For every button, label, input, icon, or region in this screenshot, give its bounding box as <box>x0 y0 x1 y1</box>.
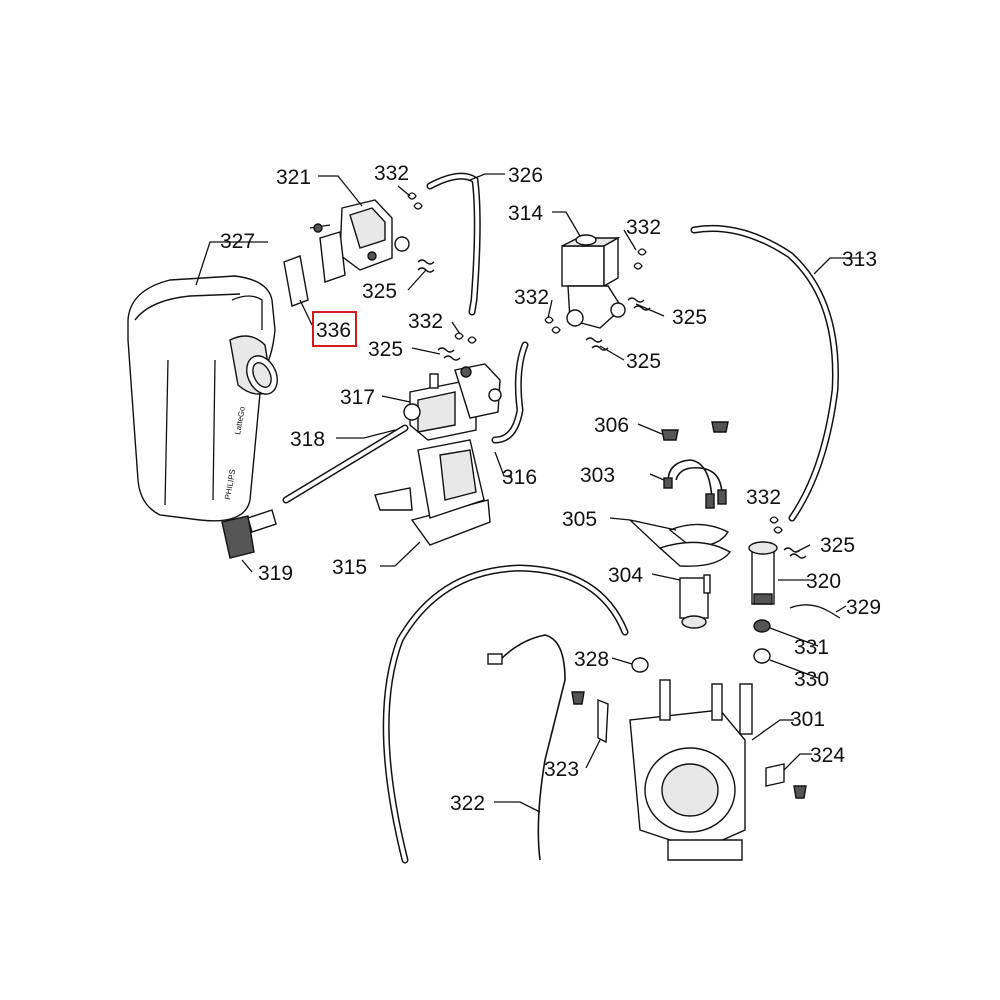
ring-330 <box>753 648 771 664</box>
label-329: 329 <box>846 596 881 619</box>
screw-324 <box>765 763 807 799</box>
boiler-301 <box>629 679 753 861</box>
clip-332-e <box>769 516 783 534</box>
label-336: 336 <box>316 319 351 342</box>
spring-325-e <box>783 547 807 559</box>
thermostat-304 <box>679 574 711 629</box>
label-321: 321 <box>276 166 311 189</box>
tube-326 <box>426 172 481 316</box>
label-332-d: 332 <box>514 286 549 309</box>
label-332-c: 332 <box>408 310 443 333</box>
label-301: 301 <box>790 708 825 731</box>
milk-jug-327: PHILIPS LatteGo <box>127 275 278 522</box>
label-315: 315 <box>332 556 367 579</box>
valve-314 <box>561 234 626 329</box>
wire-harness-303 <box>663 459 727 509</box>
label-332-e: 332 <box>746 486 781 509</box>
label-332-a: 332 <box>374 162 409 185</box>
label-305: 305 <box>562 508 597 531</box>
label-325-c: 325 <box>672 306 707 329</box>
tube-313 <box>690 224 839 522</box>
label-304: 304 <box>608 564 643 587</box>
label-320: 320 <box>806 570 841 593</box>
spring-325-b <box>437 347 461 361</box>
label-325-b: 325 <box>368 338 403 361</box>
label-332-b: 332 <box>626 216 661 239</box>
rod-318 <box>282 424 409 504</box>
ring-328 <box>631 657 649 673</box>
label-327: 327 <box>220 230 255 253</box>
clip-332-a <box>407 192 423 210</box>
clip-329 <box>789 604 841 619</box>
label-303: 303 <box>580 464 615 487</box>
label-306: 306 <box>594 414 629 437</box>
label-326: 326 <box>508 164 543 187</box>
cable-322 <box>382 564 629 864</box>
label-325-d: 325 <box>626 350 661 373</box>
label-324: 324 <box>810 744 845 767</box>
label-325-a: 325 <box>362 280 397 303</box>
ring-331 <box>753 619 771 633</box>
label-330: 330 <box>794 668 829 691</box>
label-317: 317 <box>340 386 375 409</box>
valve-317 <box>403 363 502 441</box>
label-328: 328 <box>574 648 609 671</box>
label-316: 316 <box>502 466 537 489</box>
bracket-315 <box>374 439 491 546</box>
label-318: 318 <box>290 428 325 451</box>
holder-321 <box>309 199 410 283</box>
label-314: 314 <box>508 202 543 225</box>
clip-332-b <box>633 248 647 270</box>
gasket-305 <box>658 523 732 567</box>
label-325-e: 325 <box>820 534 855 557</box>
label-322: 322 <box>450 792 485 815</box>
terminal-323 <box>571 691 609 744</box>
clip-332-d <box>544 316 561 334</box>
label-331: 331 <box>794 636 829 659</box>
screws-306 <box>661 421 729 441</box>
valve-stem-320 <box>748 541 778 605</box>
connector-319 <box>221 509 277 559</box>
leader-lines <box>195 173 864 813</box>
clip-332-c <box>454 332 477 344</box>
label-313: 313 <box>842 248 877 271</box>
label-323: 323 <box>544 758 579 781</box>
sleeve-336 <box>283 255 309 307</box>
highlight-box-336 <box>312 311 357 347</box>
label-319: 319 <box>258 562 293 585</box>
tube-316 <box>491 341 529 444</box>
